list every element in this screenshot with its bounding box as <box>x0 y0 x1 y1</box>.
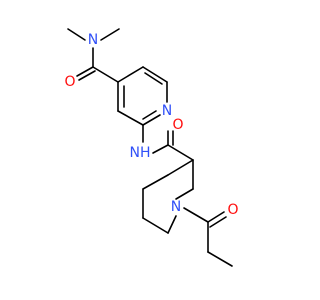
atom-label-link-o: O <box>172 117 183 133</box>
bond-co-amide-b <box>78 70 96 81</box>
atom-label-piperidine-n: N <box>171 199 181 215</box>
molecule-diagram: N O N NH O N O <box>64 28 239 267</box>
bond-pip-c4-c3 <box>142 174 169 190</box>
bond-acyl-o-b <box>209 216 227 228</box>
bond-pip-c2-n1 <box>175 188 194 200</box>
bond-ring-n-c6-inner <box>142 110 157 120</box>
bond-pip-c3-c4b <box>167 159 194 176</box>
atom-label-acyl-o: O <box>227 202 238 218</box>
bond-ring-c3-c2 <box>142 66 168 83</box>
atom-labels: N O N NH O N O <box>64 32 238 218</box>
bonds <box>67 28 233 267</box>
bond-ch2-ch3 <box>207 251 233 267</box>
bond-n1-acyl <box>183 207 209 223</box>
bond-carbonyl-c3 <box>167 144 194 161</box>
bond-ring-c4-c3 <box>117 66 144 83</box>
bond-pip-c6-c5 <box>142 217 169 234</box>
bond-pip-n1-c6 <box>167 215 177 234</box>
bond-ring-c3-c2-inner <box>144 72 163 85</box>
atom-label-amide-n: N <box>88 32 98 48</box>
atom-label-nh: NH <box>130 145 151 161</box>
bond-acyl-o-a <box>207 211 225 223</box>
atom-label-amide-o: O <box>64 74 75 90</box>
bond-ring-c6-c5 <box>117 110 144 126</box>
bond-nme-right <box>100 28 120 41</box>
bond-nme-left <box>67 28 86 41</box>
bond-co-amide-a <box>76 66 94 77</box>
bond-carbonyl-ring <box>92 66 119 83</box>
atom-label-pyridine-n: N <box>162 103 172 119</box>
bond-nh-carbonyl <box>152 144 169 154</box>
bond-ring-n-c6 <box>142 114 161 126</box>
